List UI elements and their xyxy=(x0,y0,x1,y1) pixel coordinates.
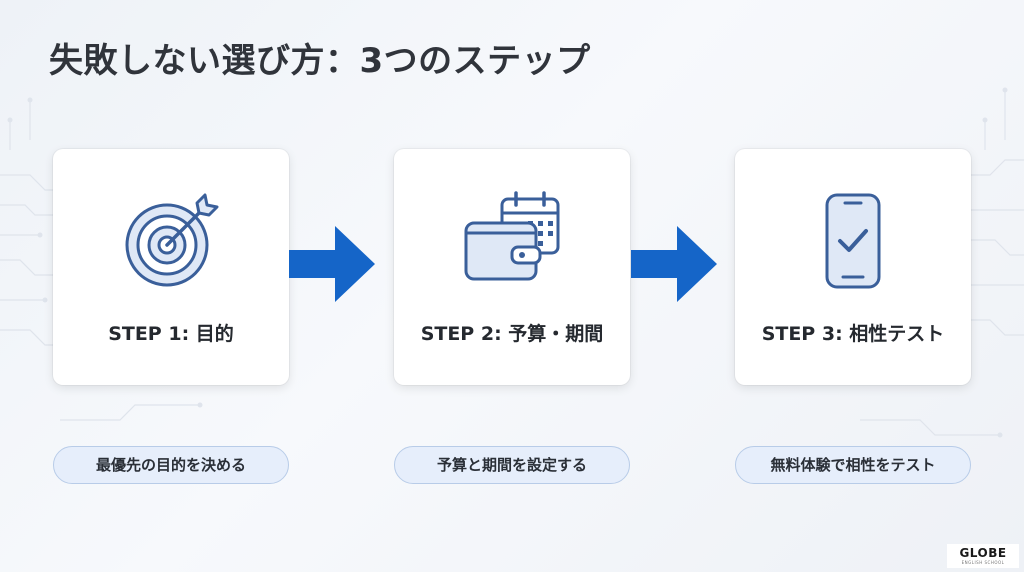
arrow-right-icon xyxy=(289,226,375,302)
page-title: 失敗しない選び方：3つのステップ xyxy=(49,41,591,81)
target-icon xyxy=(125,193,219,287)
arrow-right-icon xyxy=(631,226,717,302)
wallet-calendar-icon xyxy=(464,191,560,281)
logo-text: GLOBE xyxy=(959,546,1007,560)
globe-logo: GLOBE ENGLISH SCHOOL xyxy=(947,544,1019,568)
logo-subtext: ENGLISH SCHOOL xyxy=(961,560,1005,565)
smartphone-check-icon xyxy=(825,193,881,289)
step-3-label: STEP 3: 相性テスト xyxy=(761,323,945,345)
step-2-description: 予算と期間を設定する xyxy=(394,446,630,484)
step-3-description: 無料体験で相性をテスト xyxy=(735,446,971,484)
step-1-label: STEP 1: 目的 xyxy=(108,323,234,345)
step-1-description: 最優先の目的を決める xyxy=(53,446,289,484)
step-card-3: STEP 3: 相性テスト xyxy=(735,149,971,385)
step-card-1: STEP 1: 目的 xyxy=(53,149,289,385)
step-card-2: STEP 2: 予算・期間 xyxy=(394,149,630,385)
step-2-label: STEP 2: 予算・期間 xyxy=(420,323,604,345)
